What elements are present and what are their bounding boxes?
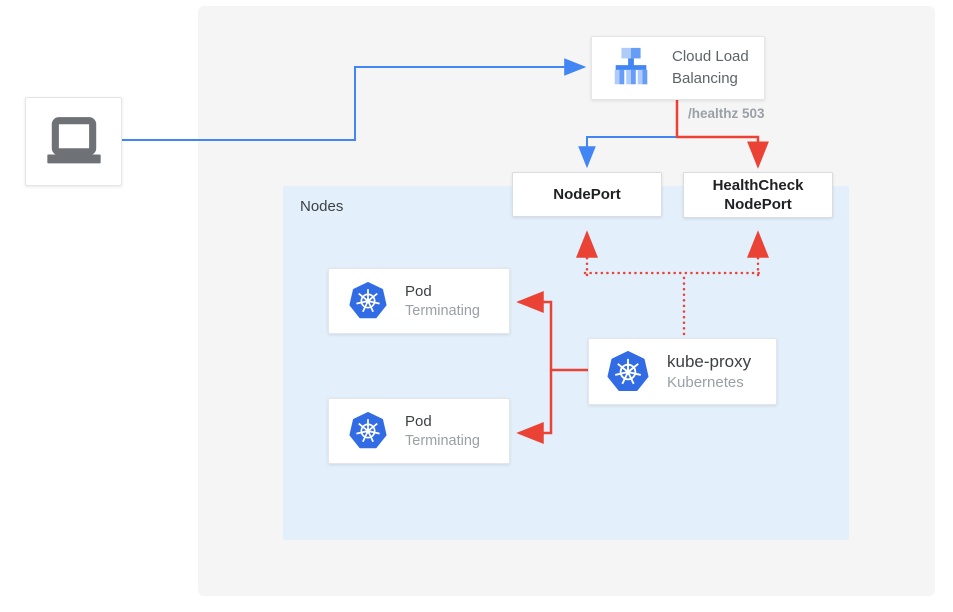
kubernetes-icon xyxy=(607,350,649,391)
nodes-group-label: Nodes xyxy=(300,198,344,215)
cloud-load-balancing-node: Cloud Load Balancing xyxy=(591,36,765,100)
pod-title: Pod xyxy=(405,282,432,300)
cloud-load-balancing-icon xyxy=(614,47,648,85)
pod-title: Pod xyxy=(405,412,432,430)
healthz-status-label: /healthz 503 xyxy=(688,106,765,121)
kubernetes-icon xyxy=(349,412,387,449)
pod-status: Terminating xyxy=(405,302,480,319)
pod-node-2: Pod Terminating xyxy=(328,398,510,464)
kube-proxy-subtitle: Kubernetes xyxy=(667,374,744,391)
nodeport-node: NodePort xyxy=(512,172,662,217)
cloud-load-balancing-label: Cloud Load Balancing xyxy=(672,48,749,87)
laptop-icon xyxy=(46,116,101,163)
pod-node-1: Pod Terminating xyxy=(328,268,510,334)
kubernetes-icon xyxy=(349,282,387,319)
pod-status: Terminating xyxy=(405,432,480,449)
kube-proxy-title: kube-proxy xyxy=(667,352,752,371)
healthcheck-nodeport-node: HealthCheck NodePort xyxy=(683,172,833,218)
client-node xyxy=(25,97,122,186)
kube-proxy-node: kube-proxy Kubernetes xyxy=(588,338,777,405)
